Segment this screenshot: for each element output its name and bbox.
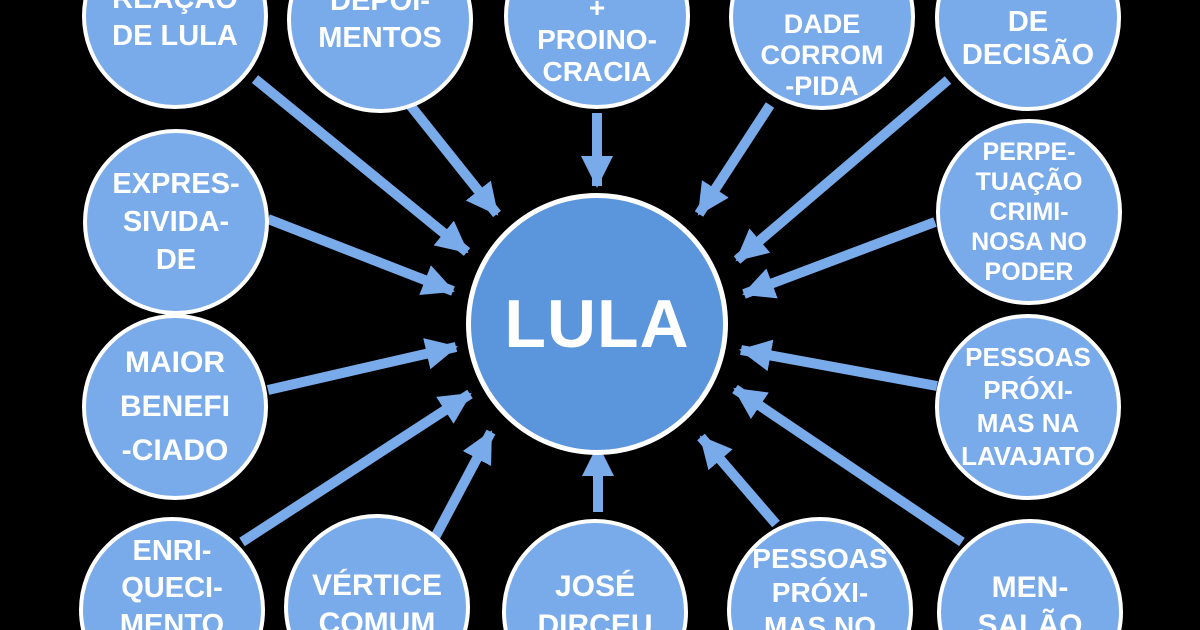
- arrow-maior-beneficiado-to-lula: [266, 338, 458, 395]
- arrow-enriquecimento-to-lula: [239, 389, 473, 547]
- arrow-perpetuacao-to-lula: [742, 217, 937, 299]
- node-perpetuacao-criminosa-label: PERPE- TUAÇÃO CRIMI- NOSA NO PODER: [971, 138, 1087, 286]
- arrow-lavajato-to-lula: [739, 339, 938, 391]
- arrow-vertice-comum-to-lula: [427, 429, 496, 546]
- node-lula-hub: LULA: [466, 193, 728, 455]
- node-pessoas-proximas-no-label: PESSOAS PRÓXI- MAS NO: [752, 543, 888, 630]
- node-maior-beneficiado: MAIOR BENEFI -CIADO: [82, 314, 268, 500]
- arrow-depoimentos-to-lula: [406, 101, 501, 218]
- node-jose-dirceu-label: JOSÉ DIRCEU: [537, 570, 653, 630]
- node-depoimentos-label: DEPOI- MENTOS: [318, 0, 442, 54]
- node-proinocracia-label: + PROINO- CRACIA: [537, 0, 657, 87]
- node-dade-corrompida: DADE CORROM -PIDA: [729, 0, 915, 110]
- arrow-reacao-to-lula: [251, 75, 471, 256]
- arrow-mensalao-to-lula: [732, 384, 965, 547]
- arrow-expressividade-to-lula: [266, 214, 455, 296]
- node-expressividade-label: EXPRES- SIVIDA- DE: [112, 168, 240, 276]
- node-expressividade: EXPRES- SIVIDA- DE: [83, 129, 269, 315]
- arrow-pessoas-proximas-no-to-lula: [697, 433, 780, 528]
- node-pessoas-proximas-lavajato: PESSOAS PRÓXI- MAS NA LAVAJATO: [935, 314, 1121, 500]
- arrow-de-decisao-to-lula: [733, 76, 952, 264]
- node-dade-corrompida-label: DADE CORROM -PIDA: [760, 8, 884, 101]
- node-reacao-de-lula-label: REAÇÃO DE LULA: [112, 0, 238, 52]
- node-enriquecimento: ENRI- QUECI- MENTO: [79, 517, 265, 630]
- node-maior-beneficiado-label: MAIOR BENEFI -CIADO: [119, 346, 230, 467]
- arrow-dade-corrompida-to-lula: [694, 102, 775, 217]
- node-pessoas-proximas-lavajato-label: PESSOAS PRÓXI- MAS NA LAVAJATO: [961, 342, 1095, 471]
- node-perpetuacao-criminosa: PERPE- TUAÇÃO CRIMI- NOSA NO PODER: [936, 119, 1122, 305]
- node-mensalao-label: MEN- SALÃO: [977, 571, 1083, 630]
- node-lula-hub-label: LULA: [504, 286, 690, 362]
- node-de-decisao-label: DE DECISÃO: [961, 6, 1095, 71]
- node-enriquecimento-label: ENRI- QUECI- MENTO: [119, 534, 225, 630]
- node-vertice-comum-label: VÉRTICE COMUM: [311, 569, 443, 630]
